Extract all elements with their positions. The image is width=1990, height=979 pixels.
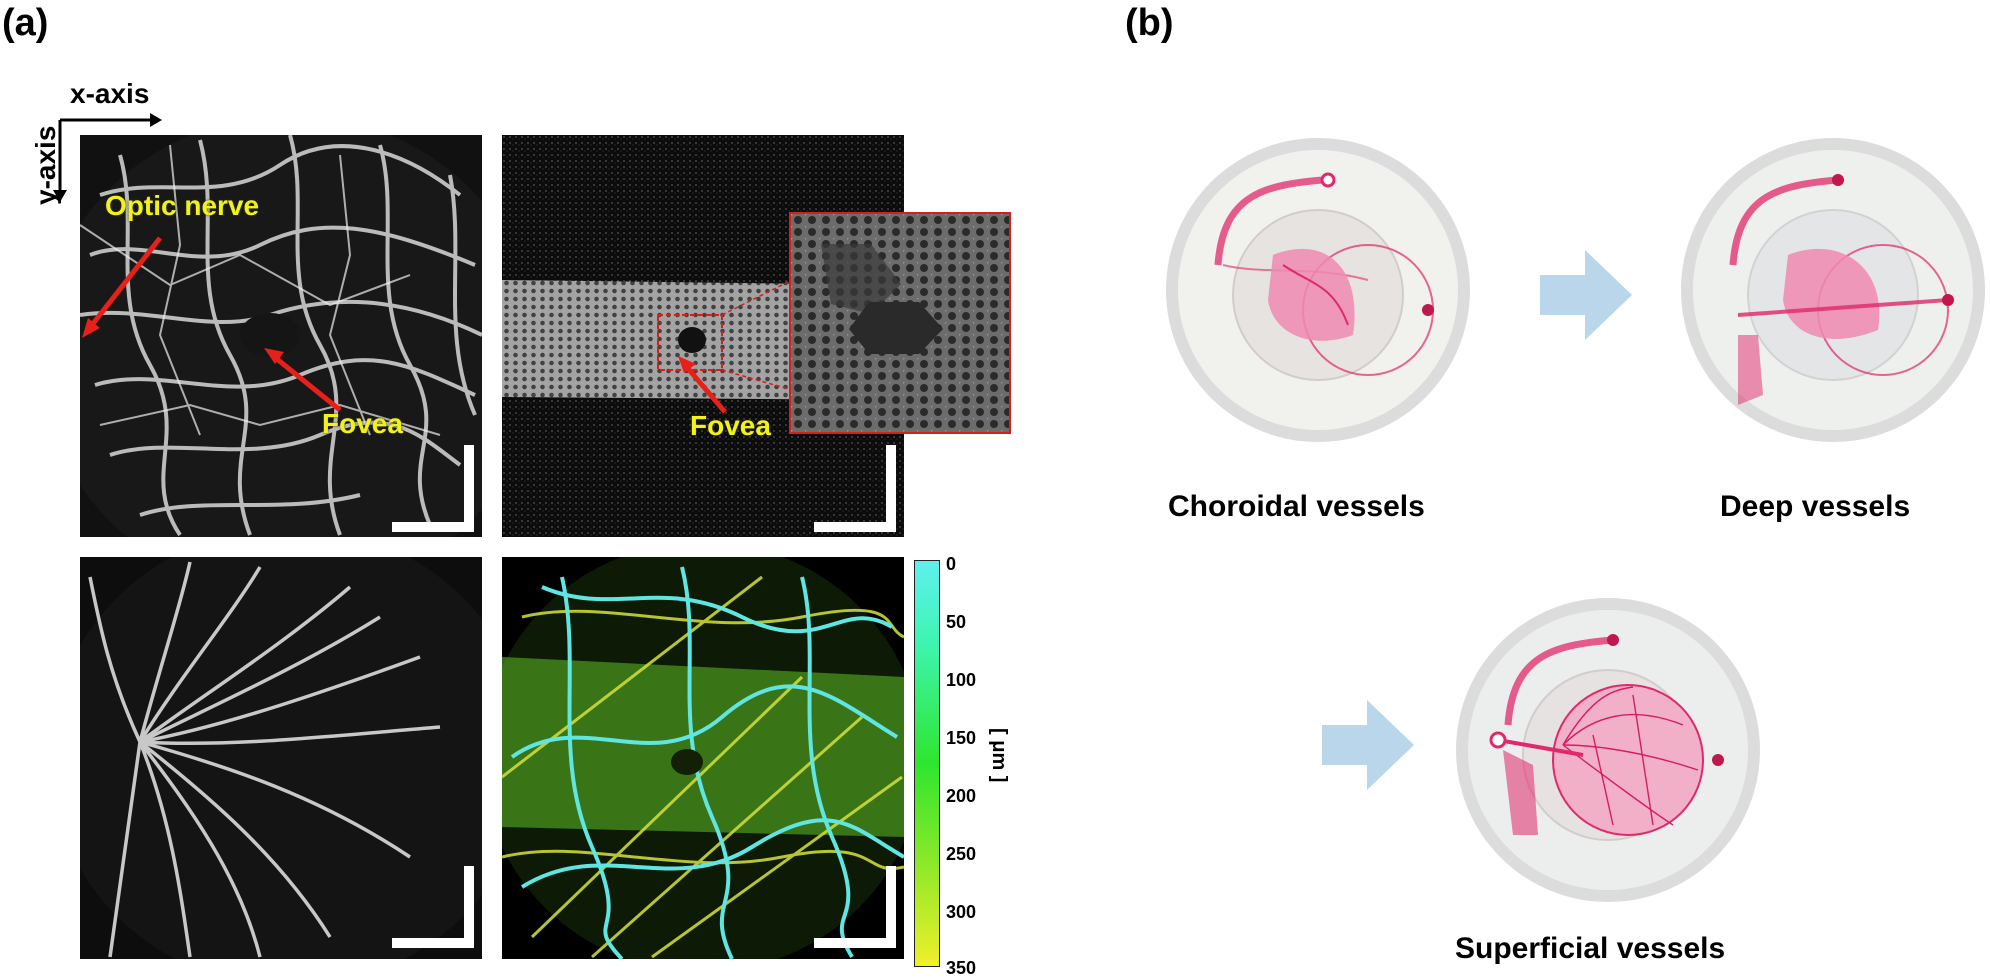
axis-arrows [53,113,162,202]
colorbar-tick-5: 250 [946,844,977,864]
colorbar-tick-4: 200 [946,786,977,806]
panel-a-label: (a) [2,2,49,44]
scalebar-h-2 [814,522,896,532]
scalebar-h-3 [392,938,474,948]
scalebar-v-2 [886,445,896,532]
scalebar-v-4 [886,866,896,948]
scalebar-h-4 [814,938,896,948]
scalebar-v-1 [464,445,474,532]
colorbar-tick-0: 0 [946,554,957,574]
colorbar-tick-6: 300 [946,902,977,922]
fovea-label-left: Fovea [322,408,403,439]
chip-photo-deep [1681,138,1985,442]
caption-superficial-vessels: Superficial vessels [1455,932,1726,965]
chip-photo-superficial [1456,598,1760,902]
scalebar-h-1 [392,522,474,532]
colorbar-unit: [ μm ] [988,728,1010,783]
flow-arrow-1 [1540,250,1632,340]
red-arrows [82,236,727,414]
oct-panel-bottom-left [80,557,482,959]
flow-arrow-2 [1322,700,1414,790]
oct-panel-top-left [80,135,482,537]
x-axis-label: x-axis [70,78,150,109]
scalebar-v-3 [464,866,474,948]
caption-deep-vessels: Deep vessels [1720,490,1911,523]
colorbar-tick-1: 50 [946,612,967,632]
colorbar-tick-7: 350 [946,958,977,978]
panel-b-label: (b) [1125,2,1174,44]
fovea-label-right: Fovea [690,410,771,441]
inset-zoom [789,212,1011,434]
colorbar-tick-3: 150 [946,728,977,748]
oct-panel-bottom-right [502,557,904,959]
chip-photo-choroidal [1166,138,1470,442]
colorbar-tick-2: 100 [946,670,977,690]
depth-colorbar [914,560,940,967]
optic-nerve-label: Optic nerve [105,190,260,221]
caption-choroidal-vessels: Choroidal vessels [1168,490,1425,523]
